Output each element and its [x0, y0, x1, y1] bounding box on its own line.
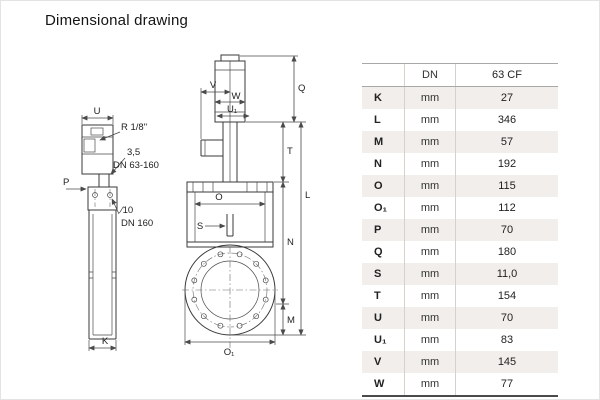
dim-label-o: O: [215, 192, 222, 203]
table-row: L mm 346: [362, 109, 558, 131]
table-row: Q mm 180: [362, 241, 558, 263]
front-view-dimensions: V W U₁ Q T N M L O S O₁: [184, 55, 310, 358]
dim-label-dn-range: DN 63-160: [113, 160, 159, 171]
table-row: U₁ mm 83: [362, 329, 558, 351]
row-value: 112: [498, 202, 516, 214]
row-label: O₁: [374, 202, 388, 214]
drawing-svg: U R 1/8" 3,5 DN 63-160 P ∕10 DN 160 K: [63, 54, 310, 358]
dim-label-l: L: [305, 190, 310, 201]
row-unit: mm: [404, 285, 456, 307]
dim-label-hole-dia: ∕10: [119, 205, 133, 216]
row-value: 145: [497, 356, 517, 368]
table-row: S mm 11,0: [362, 263, 558, 285]
row-unit: mm: [404, 197, 456, 219]
row-value: 27: [500, 92, 514, 104]
row-unit: mm: [404, 87, 456, 109]
row-label: S: [374, 268, 382, 280]
table-row: V mm 145: [362, 351, 558, 373]
table-row: N mm 192: [362, 153, 558, 175]
dim-label-q: Q: [298, 83, 305, 94]
dim-label-v: V: [210, 80, 217, 91]
row-unit: mm: [404, 219, 456, 241]
row-label: V: [374, 356, 382, 368]
page-title: Dimensional drawing: [45, 12, 189, 29]
row-value: 70: [500, 224, 514, 236]
dim-label-u1: U₁: [227, 104, 237, 115]
dim-label-u: U: [94, 106, 101, 117]
row-label: M: [374, 136, 384, 148]
dim-label-w: W: [232, 91, 241, 102]
row-value: 346: [497, 114, 517, 126]
row-unit: mm: [404, 175, 456, 197]
row-value: 180: [497, 246, 517, 258]
table-row: K mm 27: [362, 87, 558, 109]
row-label: O: [374, 180, 383, 192]
table-row: P mm 70: [362, 219, 558, 241]
row-unit: mm: [404, 131, 456, 153]
row-label: K: [374, 92, 382, 104]
table-header-row: DN 63 CF: [362, 64, 558, 87]
row-value: 154: [497, 290, 517, 302]
dim-label-s: S: [197, 221, 203, 232]
dim-label-o1: O₁: [224, 347, 235, 358]
row-label: N: [374, 158, 382, 170]
dim-label-p: P: [63, 177, 69, 188]
table-row: M mm 57: [362, 131, 558, 153]
dim-label-k: K: [102, 336, 109, 347]
table-header-size: 63 CF: [492, 69, 522, 81]
dimension-table: DN 63 CF K mm 27 L mm 346 M mm 57 N mm 1…: [362, 63, 558, 397]
dim-label-n: N: [287, 237, 294, 248]
side-view-drawing: [81, 124, 118, 340]
row-unit: mm: [404, 263, 456, 285]
dim-label-r18: R 1/8": [121, 122, 147, 133]
table-row: T mm 154: [362, 285, 558, 307]
dim-label-m: M: [287, 315, 295, 326]
row-value: 192: [497, 158, 517, 170]
side-view-dimensions: U R 1/8" 3,5 DN 63-160 P ∕10 DN 160 K: [63, 106, 159, 351]
table-row: O₁ mm 112: [362, 197, 558, 219]
row-unit: mm: [404, 153, 456, 175]
row-label: L: [374, 114, 381, 126]
dim-label-thickness: 3,5: [127, 147, 140, 158]
row-unit: mm: [404, 241, 456, 263]
row-value: 115: [498, 180, 516, 192]
table-header-blank: [362, 64, 404, 86]
row-unit: mm: [404, 351, 456, 373]
dim-label-t: T: [287, 146, 293, 157]
dim-label-dn160: DN 160: [121, 218, 153, 229]
row-unit: mm: [404, 373, 456, 395]
technical-drawing: U R 1/8" 3,5 DN 63-160 P ∕10 DN 160 K: [35, 42, 365, 394]
row-label: T: [374, 290, 381, 302]
row-value: 11,0: [496, 268, 518, 280]
row-unit: mm: [404, 329, 456, 351]
table-row: U mm 70: [362, 307, 558, 329]
row-label: U₁: [374, 334, 387, 346]
front-view-drawing: [182, 54, 278, 348]
table-row: O mm 115: [362, 175, 558, 197]
row-label: U: [374, 312, 382, 324]
row-value: 77: [500, 378, 514, 390]
row-label: Q: [374, 246, 383, 258]
row-unit: mm: [404, 109, 456, 131]
row-label: P: [374, 224, 382, 236]
row-unit: mm: [404, 307, 456, 329]
row-value: 83: [500, 334, 514, 346]
row-value: 70: [500, 312, 514, 324]
table-header-dn: DN: [404, 64, 456, 86]
row-label: W: [374, 378, 385, 390]
row-value: 57: [500, 136, 514, 148]
table-row: W mm 77: [362, 373, 558, 395]
